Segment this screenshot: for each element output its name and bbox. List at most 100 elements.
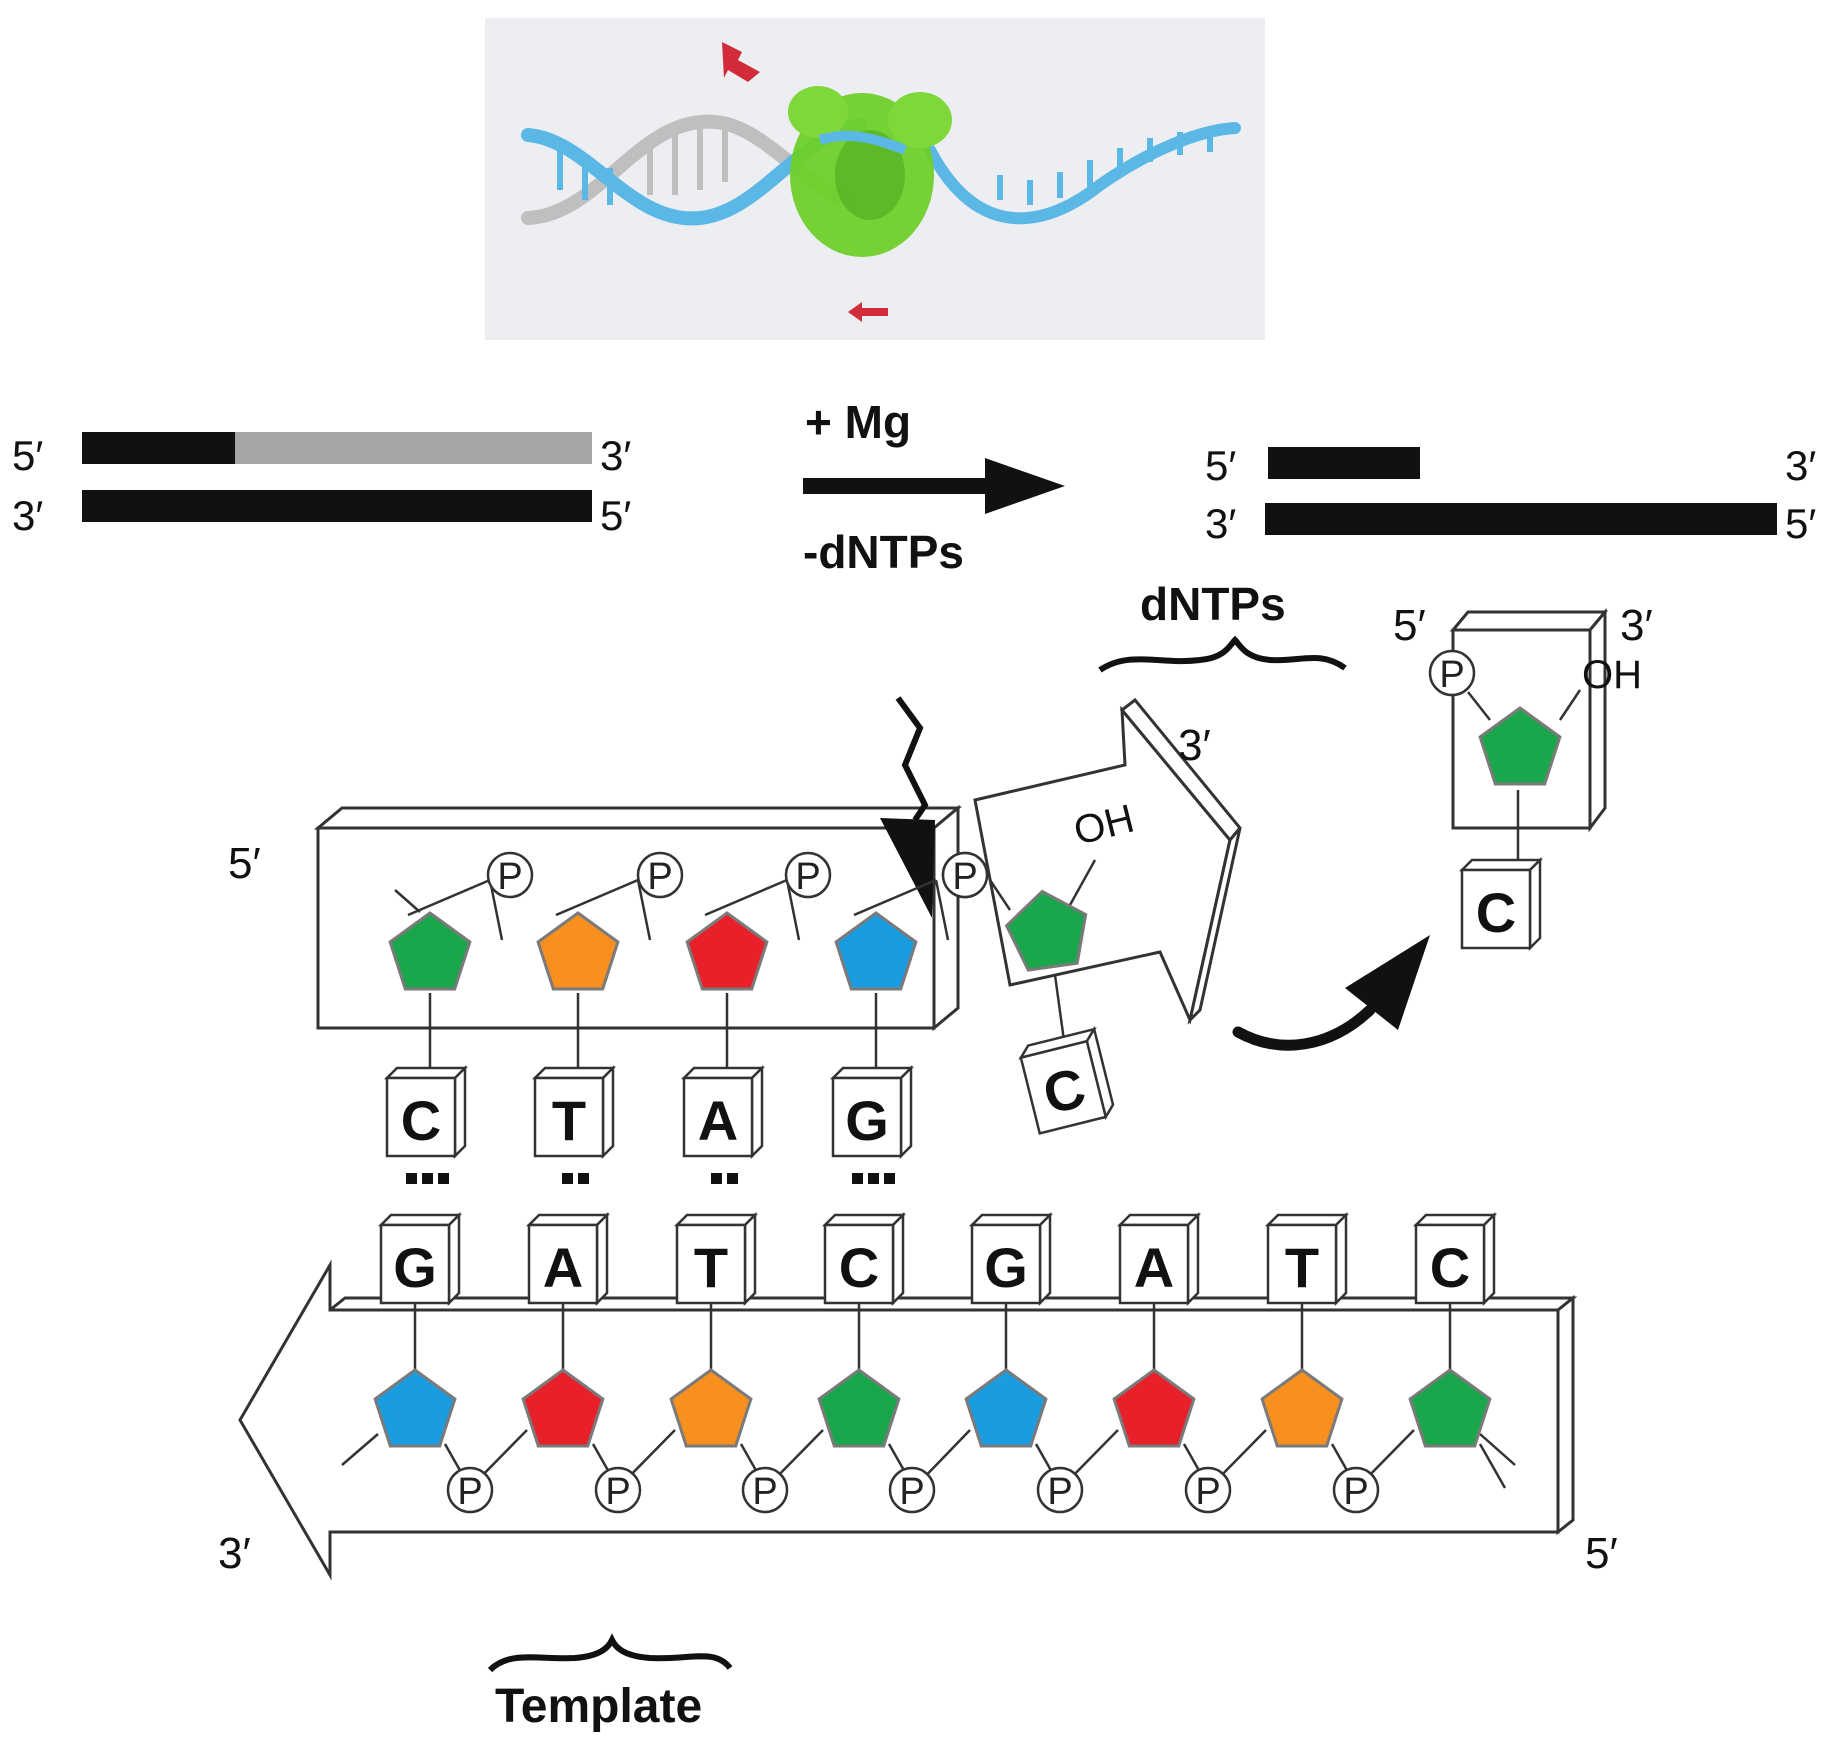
incoming-phosphate: P — [941, 851, 989, 899]
hydrogen-bond-mark — [406, 1173, 417, 1184]
red-arrow-icon — [722, 42, 888, 322]
hydrogen-bond-mark — [422, 1173, 433, 1184]
phosphate-label: P — [795, 856, 820, 898]
template-bar — [82, 490, 592, 522]
after-bottom-right-label: 5′ — [1785, 500, 1816, 547]
template-strand-sugar — [964, 1368, 1048, 1448]
phosphate-label: P — [1343, 1471, 1368, 1513]
new-strand-sugar — [834, 911, 918, 991]
hydrogen-bond-mark — [852, 1173, 863, 1184]
new-strand-sugar — [536, 911, 620, 991]
template-5-prime-label: 5′ — [1585, 1529, 1618, 1578]
incoming-base: C — [1018, 1025, 1115, 1135]
incoming-3-prime-label: 3′ — [1178, 721, 1211, 770]
release-arrow-icon — [1232, 935, 1430, 1051]
released-phosphate: P — [1428, 649, 1476, 697]
phosphate-label: P — [457, 1471, 482, 1513]
base-letter: C — [1476, 881, 1516, 944]
phosphate-label: P — [1439, 654, 1464, 696]
base-letter: A — [1134, 1236, 1174, 1299]
base-letter: A — [698, 1089, 738, 1152]
reaction-arrow: + Mg -dNTPs — [803, 396, 1065, 578]
template-strand-phosphate: P — [1036, 1466, 1084, 1514]
after-top-right-label: 3′ — [1785, 442, 1816, 489]
template-strand-base: T — [673, 1211, 759, 1307]
base-letter: T — [552, 1089, 586, 1152]
template-strand-nucleotides: G A T C G A T C P P P P P P P — [341, 1211, 1516, 1514]
new-strand-sugar — [685, 911, 769, 991]
released-nucleotide-box — [1449, 607, 1609, 833]
after-top-left-label: 5′ — [1205, 442, 1236, 489]
before-bottom-left-label: 3′ — [12, 492, 43, 539]
released-5-prime-label: 5′ — [1393, 601, 1426, 650]
new-strand-base: T — [531, 1064, 617, 1160]
hydrogen-bond-mark — [562, 1173, 573, 1184]
new-strand-5-prime-label: 5′ — [228, 839, 261, 888]
before-top-left-label: 5′ — [12, 432, 43, 479]
primer-bar — [82, 432, 235, 464]
template-strand-phosphate: P — [888, 1466, 936, 1514]
base-letter: T — [1285, 1236, 1319, 1299]
template-strand-phosphate: P — [1184, 1466, 1232, 1514]
template-strand-base: A — [1116, 1211, 1202, 1307]
hydrogen-bond-mark — [438, 1173, 449, 1184]
template-strand-base: G — [968, 1211, 1054, 1307]
new-strand-nucleotides: C T A G P P P P — [383, 851, 989, 1184]
template-strand-sugar — [373, 1368, 457, 1448]
arrow-top-label: + Mg — [805, 396, 911, 448]
template-strand-base: T — [1264, 1211, 1350, 1307]
hydrogen-bond-mark — [884, 1173, 895, 1184]
template-strand-sugar — [521, 1368, 605, 1448]
new-strand-phosphate: P — [636, 851, 684, 899]
phosphate-label: P — [1047, 1471, 1072, 1513]
polymerase-enzyme-icon — [788, 86, 952, 257]
released-hydroxyl-label: OH — [1582, 653, 1642, 697]
before-top-right-label: 3′ — [600, 432, 631, 479]
base-letter: G — [393, 1236, 437, 1299]
template-strand-base: C — [1412, 1211, 1498, 1307]
template-brace — [487, 1633, 733, 1673]
phosphate-label: P — [1195, 1471, 1220, 1513]
hydrogen-bond-mark — [727, 1173, 738, 1184]
base-letter: G — [984, 1236, 1028, 1299]
reaction-after: 5′ 3′ 3′ 5′ — [1205, 442, 1816, 547]
phosphate-label: P — [952, 856, 977, 898]
new-strand-phosphate: P — [784, 851, 832, 899]
before-bottom-right-label: 5′ — [600, 492, 631, 539]
base-letter: G — [845, 1089, 889, 1152]
arrow-bottom-label: -dNTPs — [803, 526, 964, 578]
template-strand-base: C — [821, 1211, 907, 1307]
template-strand-phosphate: P — [1332, 1466, 1380, 1514]
base-letter: C — [839, 1236, 879, 1299]
new-strand-box — [313, 804, 963, 1032]
template-strand-sugar — [1112, 1368, 1196, 1448]
base-letter: C — [401, 1089, 441, 1152]
template-strand-sugar — [1260, 1368, 1344, 1448]
reaction-before: 5′ 3′ 3′ 5′ — [12, 432, 631, 539]
template-strand-phosphate: P — [446, 1466, 494, 1514]
template-strand-base: G — [377, 1211, 463, 1307]
released-3-prime-label: 3′ — [1620, 601, 1653, 650]
phosphate-label: P — [647, 856, 672, 898]
new-strand-base: G — [829, 1064, 915, 1160]
incoming-sugar — [1004, 889, 1088, 972]
template-3-prime-label: 3′ — [218, 1529, 251, 1578]
template-strand-phosphate: P — [741, 1466, 789, 1514]
template-strand-base: A — [525, 1211, 611, 1307]
right-arrow-icon — [985, 458, 1065, 514]
hydrogen-bond-mark — [868, 1173, 879, 1184]
polymerase-illustration — [485, 18, 1265, 340]
template-strand-phosphate: P — [594, 1466, 642, 1514]
new-strand-base: C — [383, 1064, 469, 1160]
phosphate-label: P — [752, 1471, 777, 1513]
base-letter: C — [1430, 1236, 1470, 1299]
digested-primer-bar — [1268, 447, 1420, 479]
template-label: Template — [495, 1680, 702, 1733]
after-bottom-left-label: 3′ — [1205, 500, 1236, 547]
new-strand-sugar — [388, 911, 472, 991]
new-strand-phosphate: P — [486, 851, 534, 899]
dntps-brace — [1098, 635, 1347, 673]
released-sugar — [1478, 706, 1562, 786]
base-letter: A — [543, 1236, 583, 1299]
